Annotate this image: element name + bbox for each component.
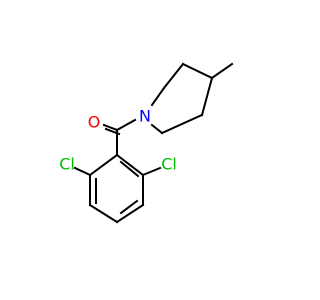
bond-n-carbonyl (115, 118, 137, 132)
chlorine-right-label: Cl (161, 155, 177, 174)
bond-c2-c3 (162, 62, 185, 90)
benzene-ring (88, 153, 145, 224)
bond-c3-c4 (181, 62, 214, 80)
bond-c4-c5 (200, 76, 214, 117)
molecule-structure: O N Cl Cl (59, 62, 234, 224)
bond-co-double-1 (102, 123, 119, 132)
bond-n-c2 (150, 86, 166, 107)
bond-ar-inner-1 (119, 160, 140, 178)
bond-ar-4-5 (88, 203, 119, 224)
bond-c6-n (150, 123, 164, 135)
bond-cl-left (73, 166, 92, 177)
bond-ar-inner-2 (119, 199, 139, 215)
nitrogen-atom-label: N (139, 107, 151, 126)
bond-methyl (210, 62, 234, 80)
bond-ar-3-4 (115, 203, 145, 224)
bond-c5-c6 (160, 113, 204, 135)
bond-ar-1-2 (115, 153, 145, 177)
carbonyl-group (102, 118, 137, 156)
chlorine-left-label: Cl (59, 155, 75, 174)
piperidine-ring (150, 62, 214, 135)
bond-cl-right (141, 166, 162, 177)
bond-ar-6-1 (88, 153, 119, 177)
oxygen-atom-label: O (88, 113, 101, 132)
